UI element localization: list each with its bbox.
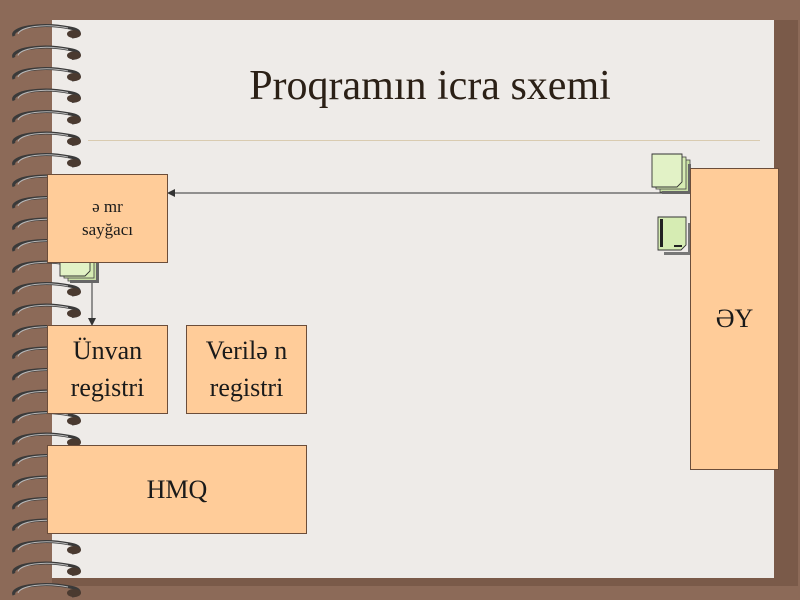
title-divider xyxy=(88,140,760,141)
control-unit-block: HMQ xyxy=(47,445,307,534)
binding-hole xyxy=(67,266,81,275)
binding-hole xyxy=(67,438,81,447)
data-register-label-line2: registri xyxy=(209,372,284,402)
binding-hole xyxy=(67,546,81,554)
binding-hole xyxy=(67,159,81,167)
command-counter-block: ə mr sayğacı xyxy=(47,174,168,263)
binding-hole xyxy=(67,73,81,81)
binding-hole xyxy=(67,589,81,597)
binding-ring-highlight xyxy=(17,412,69,422)
address-register-label-line2: registri xyxy=(70,372,145,402)
binding-hole xyxy=(67,417,81,425)
command-counter-label-line1: ə mr xyxy=(92,196,123,216)
binding-ring-highlight xyxy=(17,68,69,78)
binding-ring-highlight xyxy=(17,562,69,572)
binding-ring-highlight xyxy=(17,111,69,121)
binding-hole xyxy=(67,137,81,146)
binding-hole xyxy=(67,288,81,296)
page-title: Proqramın icra sxemi xyxy=(249,63,611,109)
memory-label: ƏY xyxy=(715,304,754,333)
binding-ring-highlight xyxy=(17,541,69,551)
binding-hole xyxy=(67,30,81,38)
binding-hole xyxy=(67,116,81,124)
binding-ring-highlight xyxy=(17,154,69,164)
binding-hole xyxy=(67,567,81,576)
page-shadow-bottom xyxy=(52,578,798,586)
binding-ring-highlight xyxy=(17,25,69,35)
control-unit-label: HMQ xyxy=(146,474,208,504)
binding-ring-highlight xyxy=(17,283,69,293)
address-register-block: Ünvan registri xyxy=(47,325,168,414)
binding-ring-highlight xyxy=(17,46,69,56)
data-register-block: Verilə n registri xyxy=(186,325,307,414)
binding-hole xyxy=(67,309,81,318)
binding-ring-highlight xyxy=(17,433,69,443)
data-register-label-line1: Verilə n xyxy=(205,336,288,366)
command-counter-label-line2: sayğacı xyxy=(82,219,133,239)
binding-ring-highlight xyxy=(17,584,69,594)
binding-ring-highlight xyxy=(17,132,69,142)
binding-ring-highlight xyxy=(17,304,69,314)
memory-block: ƏY xyxy=(690,168,779,470)
binding-hole xyxy=(67,94,81,103)
binding-ring-highlight xyxy=(17,89,69,99)
binding-hole xyxy=(67,51,81,60)
address-register-label-line1: Ünvan xyxy=(72,336,143,366)
